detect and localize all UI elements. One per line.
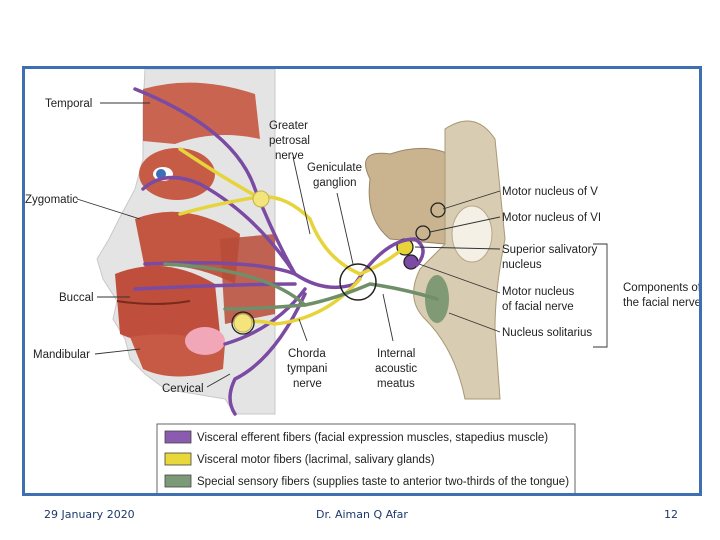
- mouth-line: [116, 300, 191, 305]
- label-zygomatic: Zygomatic: [25, 194, 78, 206]
- geniculate-ganglion-marker: [339, 263, 377, 301]
- diagram-frame: Temporal Zygomatic Buccal Mandibular Cer…: [22, 66, 702, 496]
- label-internal-acoustic-3: meatus: [377, 378, 415, 390]
- label-motor-nucleus-facial-1: Motor nucleus: [502, 286, 574, 298]
- label-chorda-1: Chorda: [288, 348, 326, 360]
- legend: Visceral efferent fibers (facial express…: [156, 423, 576, 493]
- label-mandibular: Mandibular: [33, 349, 90, 361]
- special-sensory-fibers: [163, 262, 439, 311]
- label-temporal: Temporal: [45, 98, 92, 110]
- facial-nerve-diagram: Temporal Zygomatic Buccal Mandibular Cer…: [25, 69, 699, 493]
- legend-item-purple: Visceral efferent fibers (facial express…: [197, 432, 548, 444]
- submandibular-ring: [231, 311, 255, 335]
- label-superior-salivatory-2: nucleus: [502, 259, 542, 271]
- legend-swatch-purple: [164, 430, 192, 444]
- label-motor-nucleus-facial-2: of facial nerve: [502, 301, 574, 313]
- label-greater-petrosal-3: nerve: [275, 150, 304, 162]
- facial-motor-nucleus-marker: [403, 254, 419, 270]
- label-motor-nucleus-vi: Motor nucleus of VI: [502, 212, 601, 224]
- label-chorda-3: nerve: [293, 378, 322, 390]
- label-greater-petrosal-2: petrosal: [269, 135, 310, 147]
- legend-swatch-yellow: [164, 452, 192, 466]
- masseter-muscle: [220, 234, 275, 324]
- leader-lines: [76, 102, 608, 388]
- label-nucleus-solitarius: Nucleus solitarius: [502, 327, 592, 339]
- label-components-1: Components of: [623, 282, 699, 294]
- iris: [156, 169, 166, 179]
- motor-nucleus-vi-marker: [415, 225, 431, 241]
- legend-item-green: Special sensory fibers (supplies taste t…: [197, 476, 569, 488]
- label-internal-acoustic-1: Internal: [377, 348, 415, 360]
- temporal-muscle: [143, 82, 260, 144]
- label-motor-nucleus-v: Motor nucleus of V: [502, 186, 598, 198]
- footer-page-number: 12: [664, 508, 678, 521]
- label-internal-acoustic-2: acoustic: [375, 363, 417, 375]
- legend-item-yellow: Visceral motor fibers (lacrimal, salivar…: [197, 454, 435, 466]
- footer-date: 29 January 2020: [44, 508, 135, 521]
- pterygopalatine-ganglion: [252, 190, 270, 208]
- label-components-2: the facial nerve: [623, 297, 699, 309]
- label-geniculate-1: Geniculate: [307, 162, 362, 174]
- motor-nucleus-v-marker: [430, 202, 446, 218]
- label-chorda-2: tympani: [287, 363, 327, 375]
- zygomatic-muscle: [135, 211, 240, 284]
- orbicularis-oculi: [139, 148, 215, 200]
- submandibular-ganglion: [233, 313, 253, 333]
- legend-swatch-green: [164, 474, 192, 488]
- label-greater-petrosal-1: Greater: [269, 120, 308, 132]
- pons: [451, 205, 493, 263]
- label-superior-salivatory-1: Superior salivatory: [502, 244, 597, 256]
- brainstem: [413, 120, 506, 400]
- salivary-gland: [185, 327, 225, 355]
- label-cervical: Cervical: [162, 383, 204, 395]
- label-geniculate-2: ganglion: [313, 177, 356, 189]
- label-buccal: Buccal: [59, 292, 94, 304]
- footer-author: Dr. Aiman Q Afar: [316, 508, 408, 521]
